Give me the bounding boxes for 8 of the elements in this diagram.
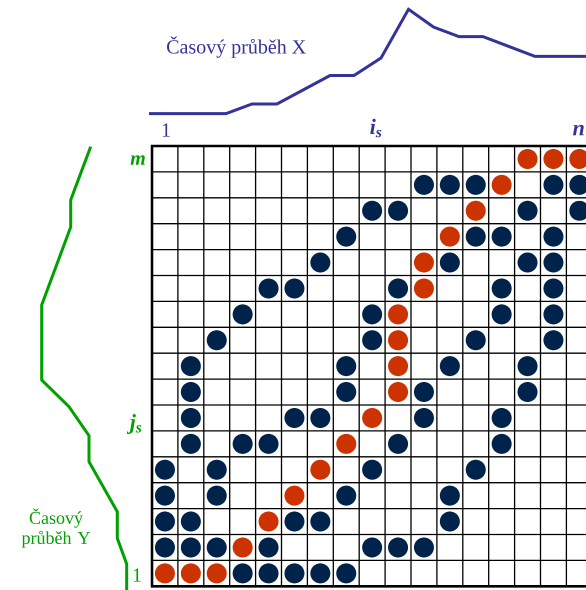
index-label: j$_{s}$ [126, 414, 142, 434]
index-label: 1 [162, 123, 170, 137]
index-label: m [130, 155, 145, 165]
series-title: Časový průběh X [167, 36, 306, 58]
series-title: Časový průběh Y [22, 508, 90, 548]
index-label: n [573, 124, 584, 136]
index-label: 1 [134, 568, 141, 582]
index-label: i$_{s}$ [370, 118, 382, 138]
